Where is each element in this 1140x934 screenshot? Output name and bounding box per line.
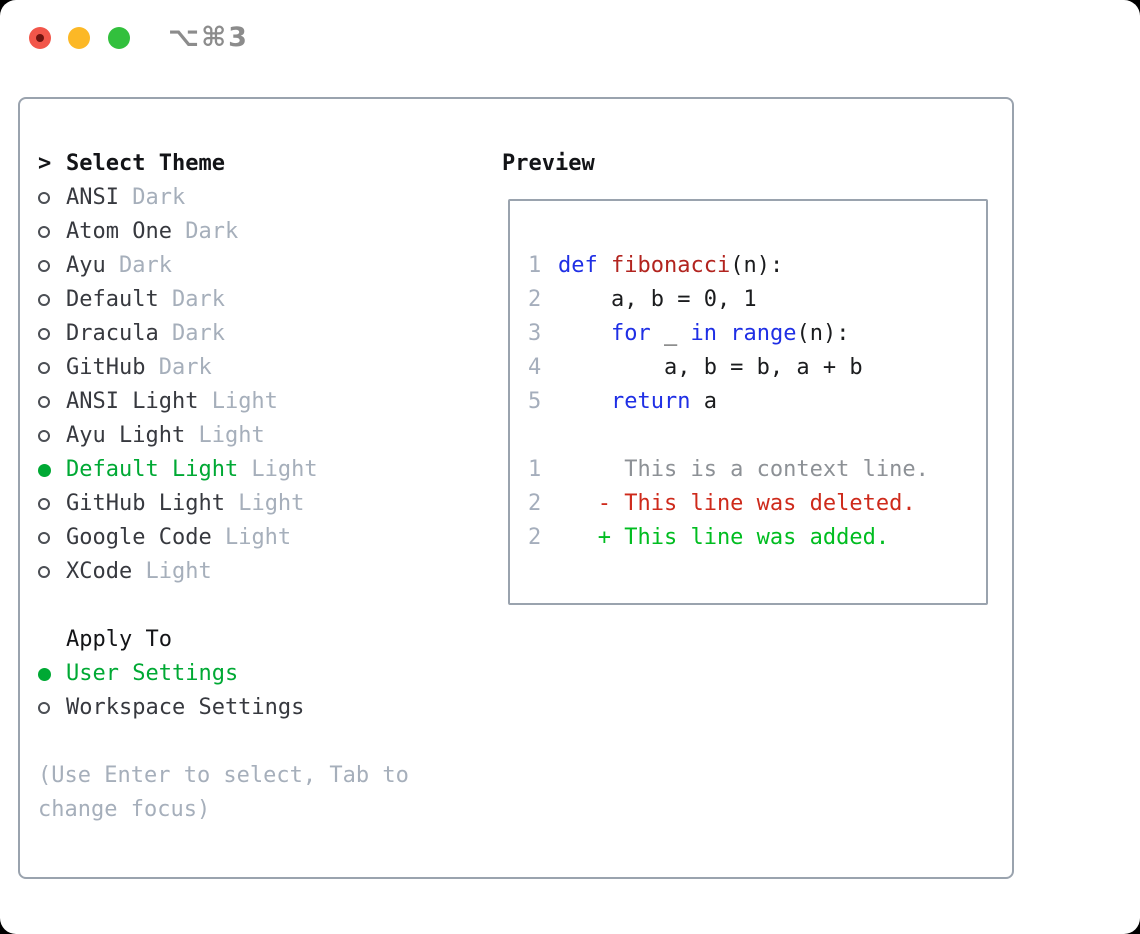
theme-variant-badge: Dark	[145, 355, 212, 380]
diff-text: + This line was added.	[558, 525, 890, 550]
diff-line: 2 + This line was added.	[528, 521, 986, 555]
preview-header: Preview	[502, 147, 595, 181]
code-text: for _ in range(n):	[610, 321, 850, 346]
apply-to-option[interactable]: User Settings	[38, 657, 318, 691]
code-text: def fibonacci(n):	[558, 253, 784, 278]
zoom-button[interactable]	[108, 27, 130, 49]
theme-name: ANSI	[66, 185, 119, 210]
spacer-row	[528, 419, 986, 453]
radio-icon	[38, 362, 50, 374]
theme-name: ANSI Light	[66, 389, 199, 414]
radio-icon	[38, 328, 50, 340]
radio-icon	[38, 702, 50, 714]
theme-variant-badge: Light	[211, 525, 292, 550]
theme-name: Google Code	[66, 525, 212, 550]
theme-variant-badge: Light	[238, 457, 318, 482]
theme-option[interactable]: Dracula Dark	[38, 317, 318, 351]
theme-variant-badge: Light	[198, 389, 278, 414]
theme-option[interactable]: Atom One Dark	[38, 215, 318, 249]
theme-variant-badge: Light	[224, 491, 305, 516]
diff-line: 2 - This line was deleted.	[528, 487, 986, 521]
radio-icon	[38, 260, 50, 272]
diff-line: 1 This is a context line.	[528, 453, 986, 487]
radio-icon	[38, 532, 50, 544]
theme-variant-badge: Dark	[158, 321, 225, 346]
apply-to-label: User Settings	[66, 661, 239, 686]
radio-icon	[38, 498, 50, 510]
theme-name: Ayu Light	[66, 423, 186, 448]
theme-variant-badge: Light	[185, 423, 265, 448]
theme-variant-badge: Dark	[158, 287, 225, 312]
spacer-row	[38, 589, 318, 623]
diff-text: - This line was deleted.	[558, 491, 916, 516]
radio-icon	[38, 566, 50, 578]
code-line: 1 def fibonacci(n):	[528, 249, 986, 283]
theme-name: XCode	[66, 559, 133, 584]
theme-option[interactable]: GitHub Light Light	[38, 487, 318, 521]
line-number: 2	[528, 525, 542, 550]
line-number: 2	[528, 491, 542, 516]
apply-to-header: Apply To	[38, 623, 318, 657]
theme-variant-badge: Dark	[118, 185, 186, 210]
theme-variant-badge: Light	[132, 559, 212, 584]
theme-name: GitHub	[66, 355, 146, 380]
titlebar: ⌥⌘3	[0, 0, 1140, 97]
line-number: 3	[528, 321, 542, 346]
theme-variant-badge: Dark	[171, 219, 239, 244]
theme-option[interactable]: Ayu Dark	[38, 249, 318, 283]
code-line: 4 a, b = b, a + b	[528, 351, 986, 385]
line-number: 1	[528, 457, 542, 482]
theme-option[interactable]: GitHub Dark	[38, 351, 318, 385]
radio-icon	[38, 192, 50, 204]
theme-option[interactable]: Google Code Light	[38, 521, 318, 555]
code-text: a, b = 0, 1	[558, 287, 757, 312]
theme-name: Dracula	[66, 321, 159, 346]
theme-option[interactable]: XCode Light	[38, 555, 318, 589]
code-line: 3 for _ in range(n):	[528, 317, 986, 351]
diff-text: This is a context line.	[558, 457, 929, 482]
theme-option[interactable]: Default Light Light	[38, 453, 318, 487]
theme-variant-badge: Dark	[105, 253, 172, 278]
line-number: 1	[528, 253, 542, 278]
keyboard-hint: (Use Enter to select, Tab to change focu…	[38, 763, 409, 822]
prompt-caret-icon: >	[38, 151, 52, 176]
radio-icon	[38, 396, 50, 408]
code-line: 2 a, b = 0, 1	[528, 283, 986, 317]
radio-icon	[38, 226, 50, 238]
radio-selected-icon	[38, 463, 51, 477]
theme-option[interactable]: Default Dark	[38, 283, 318, 317]
code-line: 5 return a	[528, 385, 986, 419]
code-text: a, b = b, a + b	[558, 355, 863, 380]
theme-option[interactable]: Ayu Light Light	[38, 419, 318, 453]
preview-title: Preview	[502, 151, 595, 176]
radio-icon	[38, 430, 50, 442]
theme-option[interactable]: ANSI Dark	[38, 181, 318, 215]
theme-name: Default	[66, 287, 159, 312]
apply-to-title: Apply To	[66, 627, 172, 652]
minimize-button[interactable]	[68, 27, 90, 49]
theme-option[interactable]: ANSI Light Light	[38, 385, 318, 419]
apply-to-option[interactable]: Workspace Settings	[38, 691, 318, 725]
radio-icon	[38, 294, 50, 306]
theme-name: Ayu	[66, 253, 106, 278]
theme-picker-header: > Select Theme	[38, 147, 318, 181]
code-text: return a	[610, 389, 717, 414]
theme-name: Default Light	[66, 457, 239, 482]
apply-to-label: Workspace Settings	[66, 695, 305, 720]
theme-name: Atom One	[66, 219, 172, 244]
radio-selected-icon	[38, 667, 51, 681]
close-button[interactable]	[29, 27, 51, 49]
window-shortcut-label: ⌥⌘3	[168, 22, 249, 53]
line-number: 4	[528, 355, 542, 380]
theme-picker-title: Select Theme	[66, 151, 225, 176]
line-number: 5	[528, 389, 542, 414]
line-number: 2	[528, 287, 542, 312]
theme-name: GitHub Light	[66, 491, 225, 516]
